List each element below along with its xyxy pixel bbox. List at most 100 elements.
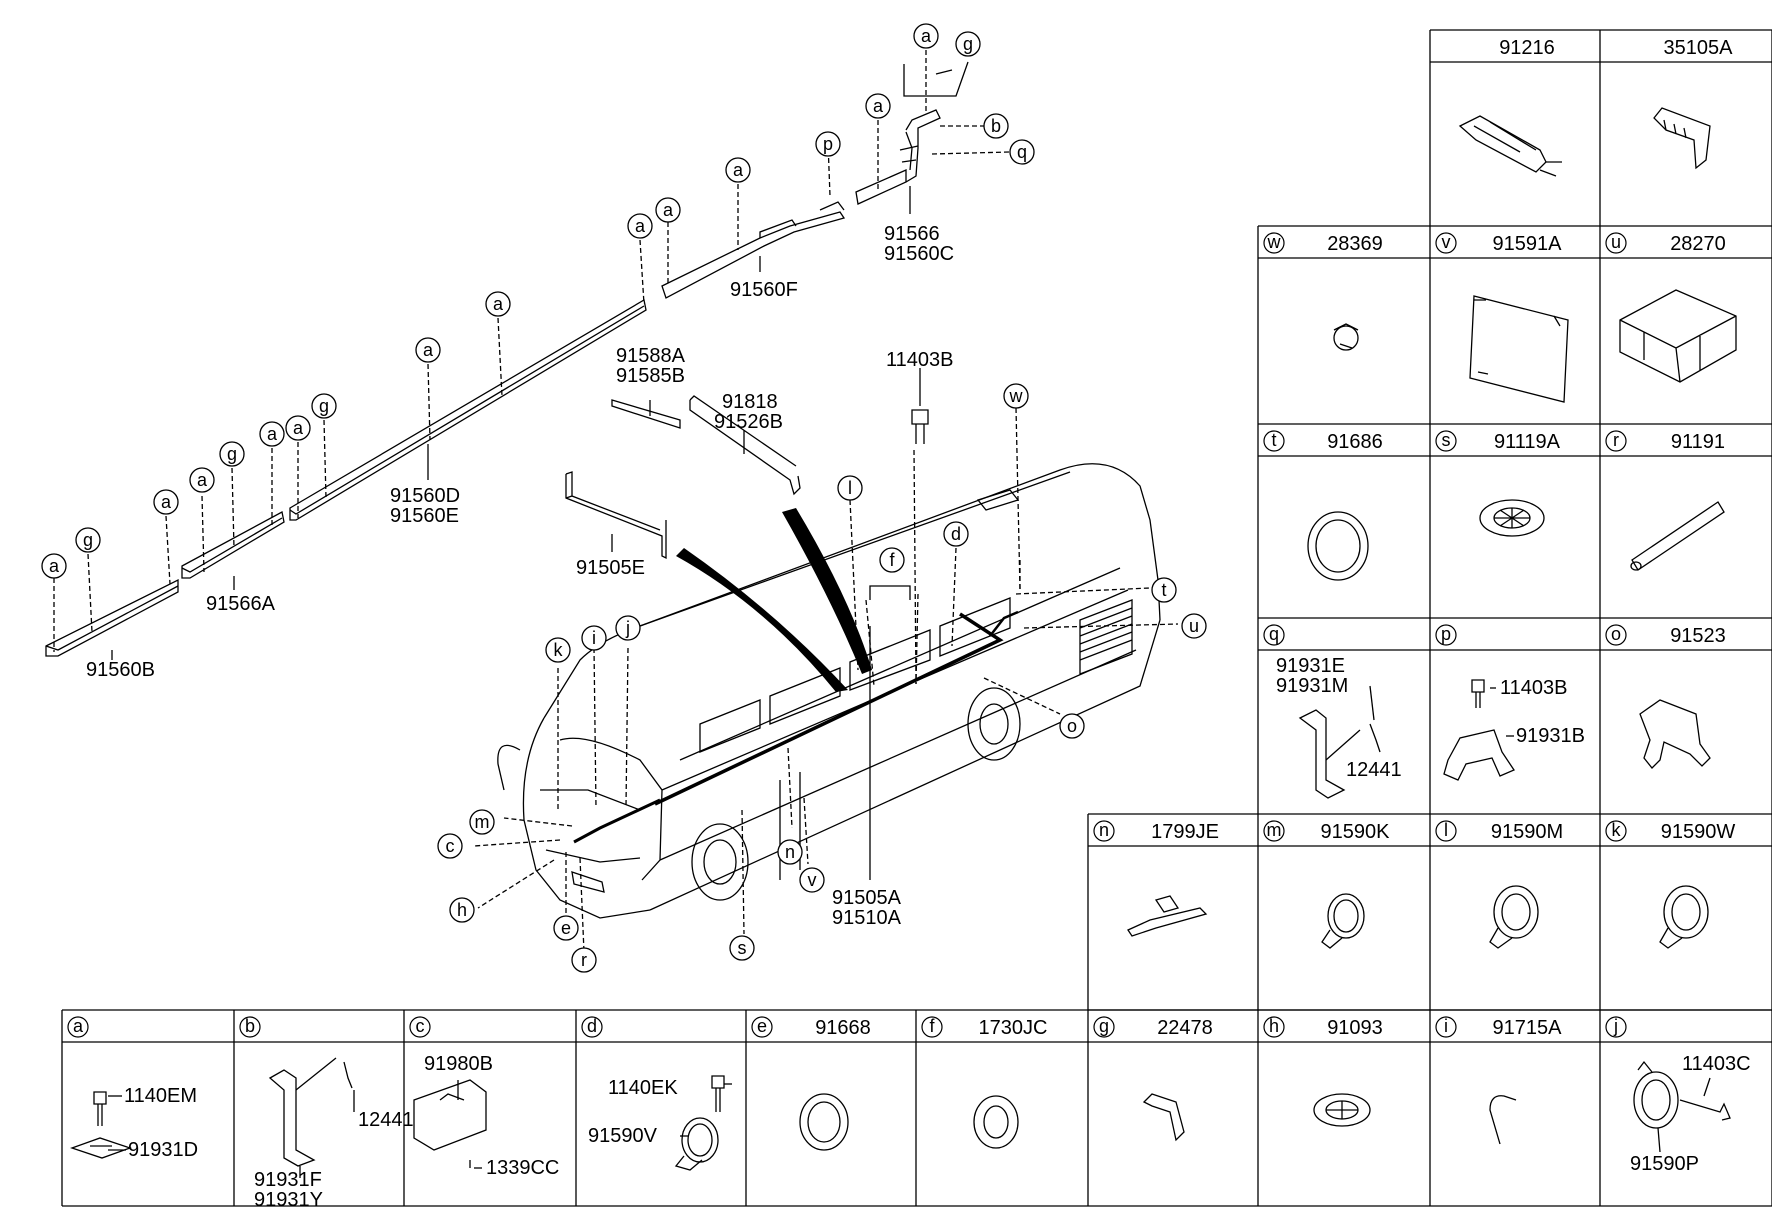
right-header-t: t 91686: [1263, 430, 1383, 453]
callout-a: a: [865, 93, 891, 119]
header-key: r: [1613, 430, 1619, 450]
callout-n: n: [777, 839, 803, 865]
callout-g: g: [219, 441, 245, 467]
right-parts-table: [1087, 29, 1772, 1011]
right-header-q: q: [1263, 624, 1285, 646]
bus-illustration: [497, 463, 1161, 919]
header-key: v: [1442, 232, 1451, 252]
label-91566: 91566: [884, 223, 940, 245]
callout-g: g: [955, 31, 981, 57]
callout-j: j: [615, 615, 641, 641]
brackets: [565, 395, 801, 560]
label-91588A: 91588A: [616, 345, 686, 367]
label-91560E: 91560E: [390, 505, 459, 527]
header-code: 91715A: [1493, 1017, 1563, 1039]
sub-label-q3: 12441: [1346, 759, 1402, 781]
right-header-cell0: 91216: [1499, 37, 1555, 59]
header-key: a: [73, 1016, 84, 1036]
right-header-p: p: [1435, 624, 1457, 646]
callout-letter: a: [49, 556, 60, 576]
header-code: 91590K: [1321, 821, 1391, 843]
callout-d: d: [943, 521, 969, 547]
label-91560C: 91560C: [884, 243, 954, 265]
callout-letter: a: [197, 470, 208, 490]
callout-v: v: [799, 867, 825, 893]
header-key: n: [1099, 820, 1109, 840]
sub-label-q1: 91931E: [1276, 655, 1345, 677]
header-key: j: [1613, 1016, 1618, 1036]
callout-u: u: [1181, 613, 1207, 639]
label-91526B: 91526B: [714, 411, 783, 433]
callout-letter: k: [554, 640, 564, 660]
callout-o: o: [1059, 713, 1085, 739]
label-91585B: 91585B: [616, 365, 685, 387]
callout-a: a: [725, 157, 751, 183]
callout-letter: i: [592, 628, 596, 648]
table-leaders: [108, 685, 1711, 1178]
callout-s: s: [729, 935, 755, 961]
right-header-n: n 1799JE: [1093, 820, 1219, 843]
molding-strips: [45, 109, 941, 657]
header-code: 1799JE: [1151, 821, 1219, 843]
header-key: d: [587, 1016, 597, 1036]
callout-letter: f: [889, 550, 895, 570]
leader-lines-solid: [111, 61, 969, 880]
callout-p: p: [815, 131, 841, 157]
callout-letter: a: [921, 26, 932, 46]
callout-a: a: [415, 337, 441, 363]
callout-letter: m: [475, 812, 490, 832]
callout-letter: t: [1161, 580, 1166, 600]
sub-label-c2: 1339CC: [486, 1157, 559, 1179]
right-header-l: l 91590M: [1435, 820, 1563, 843]
table-sub-labels: 91931E91931M1244111403B91931B1140EM91931…: [124, 655, 1751, 1211]
header-code: 91119A: [1494, 431, 1561, 453]
callout-letter: n: [785, 842, 795, 862]
callout-a: a: [655, 197, 681, 223]
header-key: l: [1444, 820, 1448, 840]
header-key: e: [757, 1016, 767, 1036]
header-code: 91686: [1327, 431, 1383, 453]
callout-letter: o: [1067, 716, 1077, 736]
callout-letter: v: [808, 870, 817, 890]
header-key: q: [1269, 624, 1279, 644]
sub-label-a1: 1140EM: [124, 1085, 197, 1107]
callout-g: g: [75, 527, 101, 553]
sub-label-b1: 12441: [358, 1109, 414, 1131]
callout-letter: a: [161, 492, 172, 512]
header-code: 1730JC: [979, 1017, 1048, 1039]
label-91560D: 91560D: [390, 485, 460, 507]
callout-h: h: [449, 897, 475, 923]
right-header-v: v 91591A: [1435, 232, 1563, 255]
callout-letter: q: [1017, 142, 1027, 162]
callout-w: w: [1003, 383, 1029, 409]
header-code: 28270: [1670, 233, 1726, 255]
sub-label-j1: 11403C: [1682, 1053, 1751, 1075]
sub-label-p1: 11403B: [1500, 677, 1567, 699]
bottom-header-a: a: [67, 1016, 89, 1038]
callout-a: a: [285, 415, 311, 441]
bottom-parts-table: [61, 30, 1772, 1207]
callout-k: k: [545, 637, 571, 663]
callout-letter: a: [293, 418, 304, 438]
header-code: 91591A: [1493, 233, 1563, 255]
callout-a: a: [627, 213, 653, 239]
header-key: t: [1271, 430, 1276, 450]
upper-part-labels: 91560B 91566A 91560D 91560E 91560F 91566…: [86, 223, 954, 929]
header-key: h: [1269, 1016, 1279, 1036]
sub-label-d2: 91590V: [588, 1125, 658, 1147]
callout-f: f: [879, 547, 905, 573]
callout-letter: c: [446, 836, 455, 856]
callout-letter: j: [625, 618, 630, 638]
header-code: 91590M: [1491, 821, 1563, 843]
callout-l: l: [837, 475, 863, 501]
callout-letter: g: [83, 530, 93, 550]
